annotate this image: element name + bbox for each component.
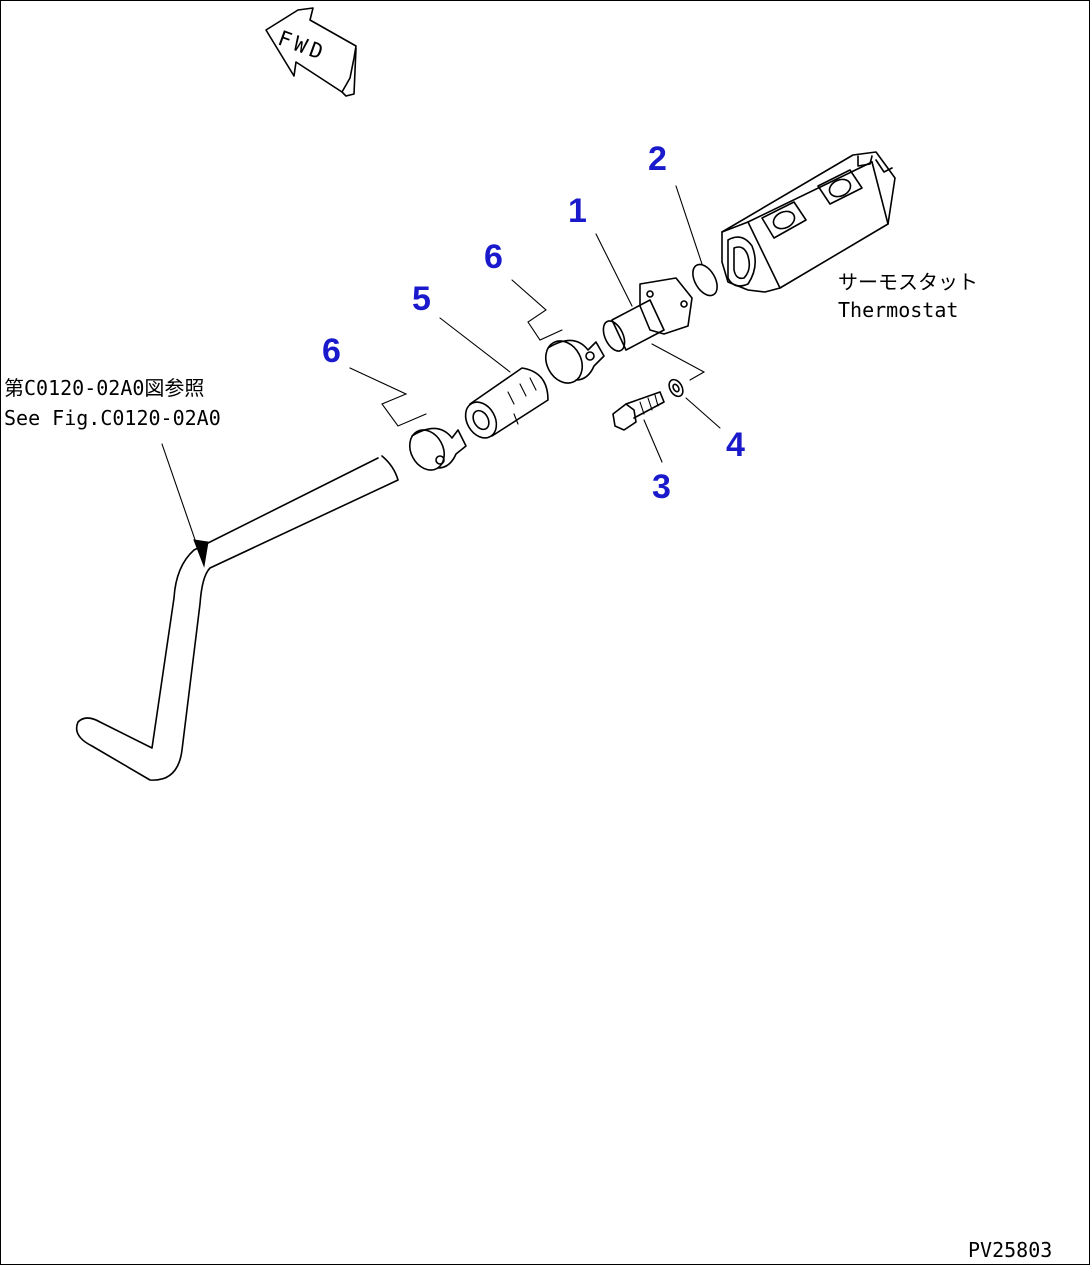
callout-5: 5 xyxy=(412,280,431,318)
callout-6-lower: 6 xyxy=(322,332,341,370)
figure-id: PV25803 xyxy=(968,1238,1053,1262)
hose-clamp-upper xyxy=(544,339,605,384)
leader-lines xyxy=(161,185,721,568)
gasket xyxy=(692,263,718,297)
callout-4: 4 xyxy=(726,426,745,464)
fwd-arrow-icon xyxy=(265,7,357,97)
water-pipe xyxy=(75,455,399,781)
callout-1: 1 xyxy=(568,192,587,230)
reference-note-en: See Fig.C0120-02A0 xyxy=(4,406,221,430)
hose xyxy=(464,367,549,439)
washer xyxy=(668,378,684,398)
callout-6-upper: 6 xyxy=(484,238,503,276)
hose-clamp-lower xyxy=(408,427,467,471)
thermostat-housing xyxy=(721,151,896,293)
callout-3: 3 xyxy=(652,468,671,506)
bolt xyxy=(612,391,665,431)
water-elbow xyxy=(602,277,693,352)
callout-2: 2 xyxy=(648,140,667,178)
thermostat-label-en: Thermostat xyxy=(838,298,959,322)
thermostat-label-jp: サーモスタット xyxy=(838,270,978,294)
reference-note-jp: 第C0120-02A0図参照 xyxy=(4,376,205,400)
